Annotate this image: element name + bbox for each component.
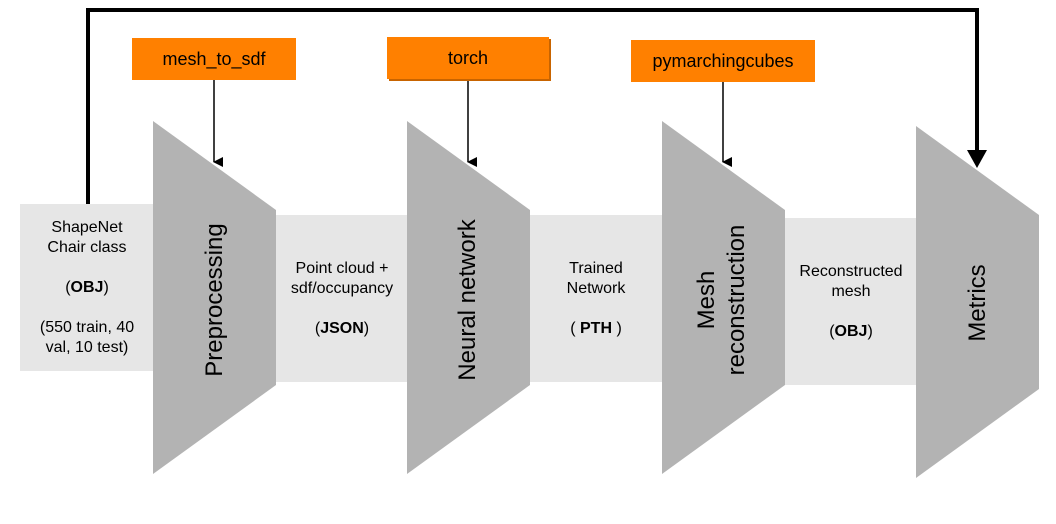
neural-network-label: Neural network — [454, 219, 481, 381]
pointcloud-line2: sdf/occupancy — [290, 279, 394, 297]
preprocessing-stage-shape — [153, 121, 276, 474]
preprocessing-label: Preprocessing — [201, 223, 228, 377]
reconstructed-format: (OBJ) — [829, 322, 873, 340]
metrics-label: Metrics — [964, 264, 991, 342]
reconstructed-mesh-box: Reconstructed mesh (OBJ) — [783, 218, 919, 385]
trained-network-box: Trained Network ( PTH ) — [528, 215, 664, 382]
mesh-reconstruction-label: Mesh reconstruction — [693, 224, 750, 376]
metrics-stage-shape — [916, 126, 1039, 478]
mesh-to-sdf-label: mesh_to_sdf — [162, 48, 266, 69]
pymarchingcubes-tool-box: pymarchingcubes — [631, 40, 815, 82]
torch-tool-box: torch — [387, 37, 549, 79]
pointcloud-format: (JSON) — [314, 319, 370, 337]
pointcloud-data-box: Point cloud + sdf/occupancy (JSON) — [274, 215, 410, 382]
shapenet-line2: Chair class — [47, 238, 127, 256]
mesh-reconstruction-stage-shape — [662, 121, 785, 474]
trained-line1: Trained — [569, 259, 623, 277]
reconstructed-line1: Reconstructed — [799, 262, 903, 280]
torch-label: torch — [447, 47, 489, 68]
pymarchingcubes-label: pymarchingcubes — [652, 50, 794, 71]
neural-network-stage-shape — [407, 121, 530, 474]
shapenet-split-line1: (550 train, 40 — [39, 318, 135, 336]
shapenet-line1: ShapeNet — [51, 218, 123, 236]
shapenet-input-box: ShapeNet Chair class (OBJ) (550 train, 4… — [20, 204, 154, 371]
trained-format: ( PTH ) — [570, 319, 622, 337]
feedback-loop-line — [86, 8, 979, 204]
trained-line2: Network — [566, 279, 626, 297]
shapenet-split-line2: val, 10 test) — [45, 338, 129, 356]
feedback-loop-arrowhead — [967, 150, 987, 168]
pointcloud-line1: Point cloud + — [295, 259, 389, 277]
shapenet-format: (OBJ) — [65, 278, 109, 296]
reconstructed-line2: mesh — [831, 282, 871, 300]
mesh-to-sdf-tool-box: mesh_to_sdf — [132, 38, 296, 80]
